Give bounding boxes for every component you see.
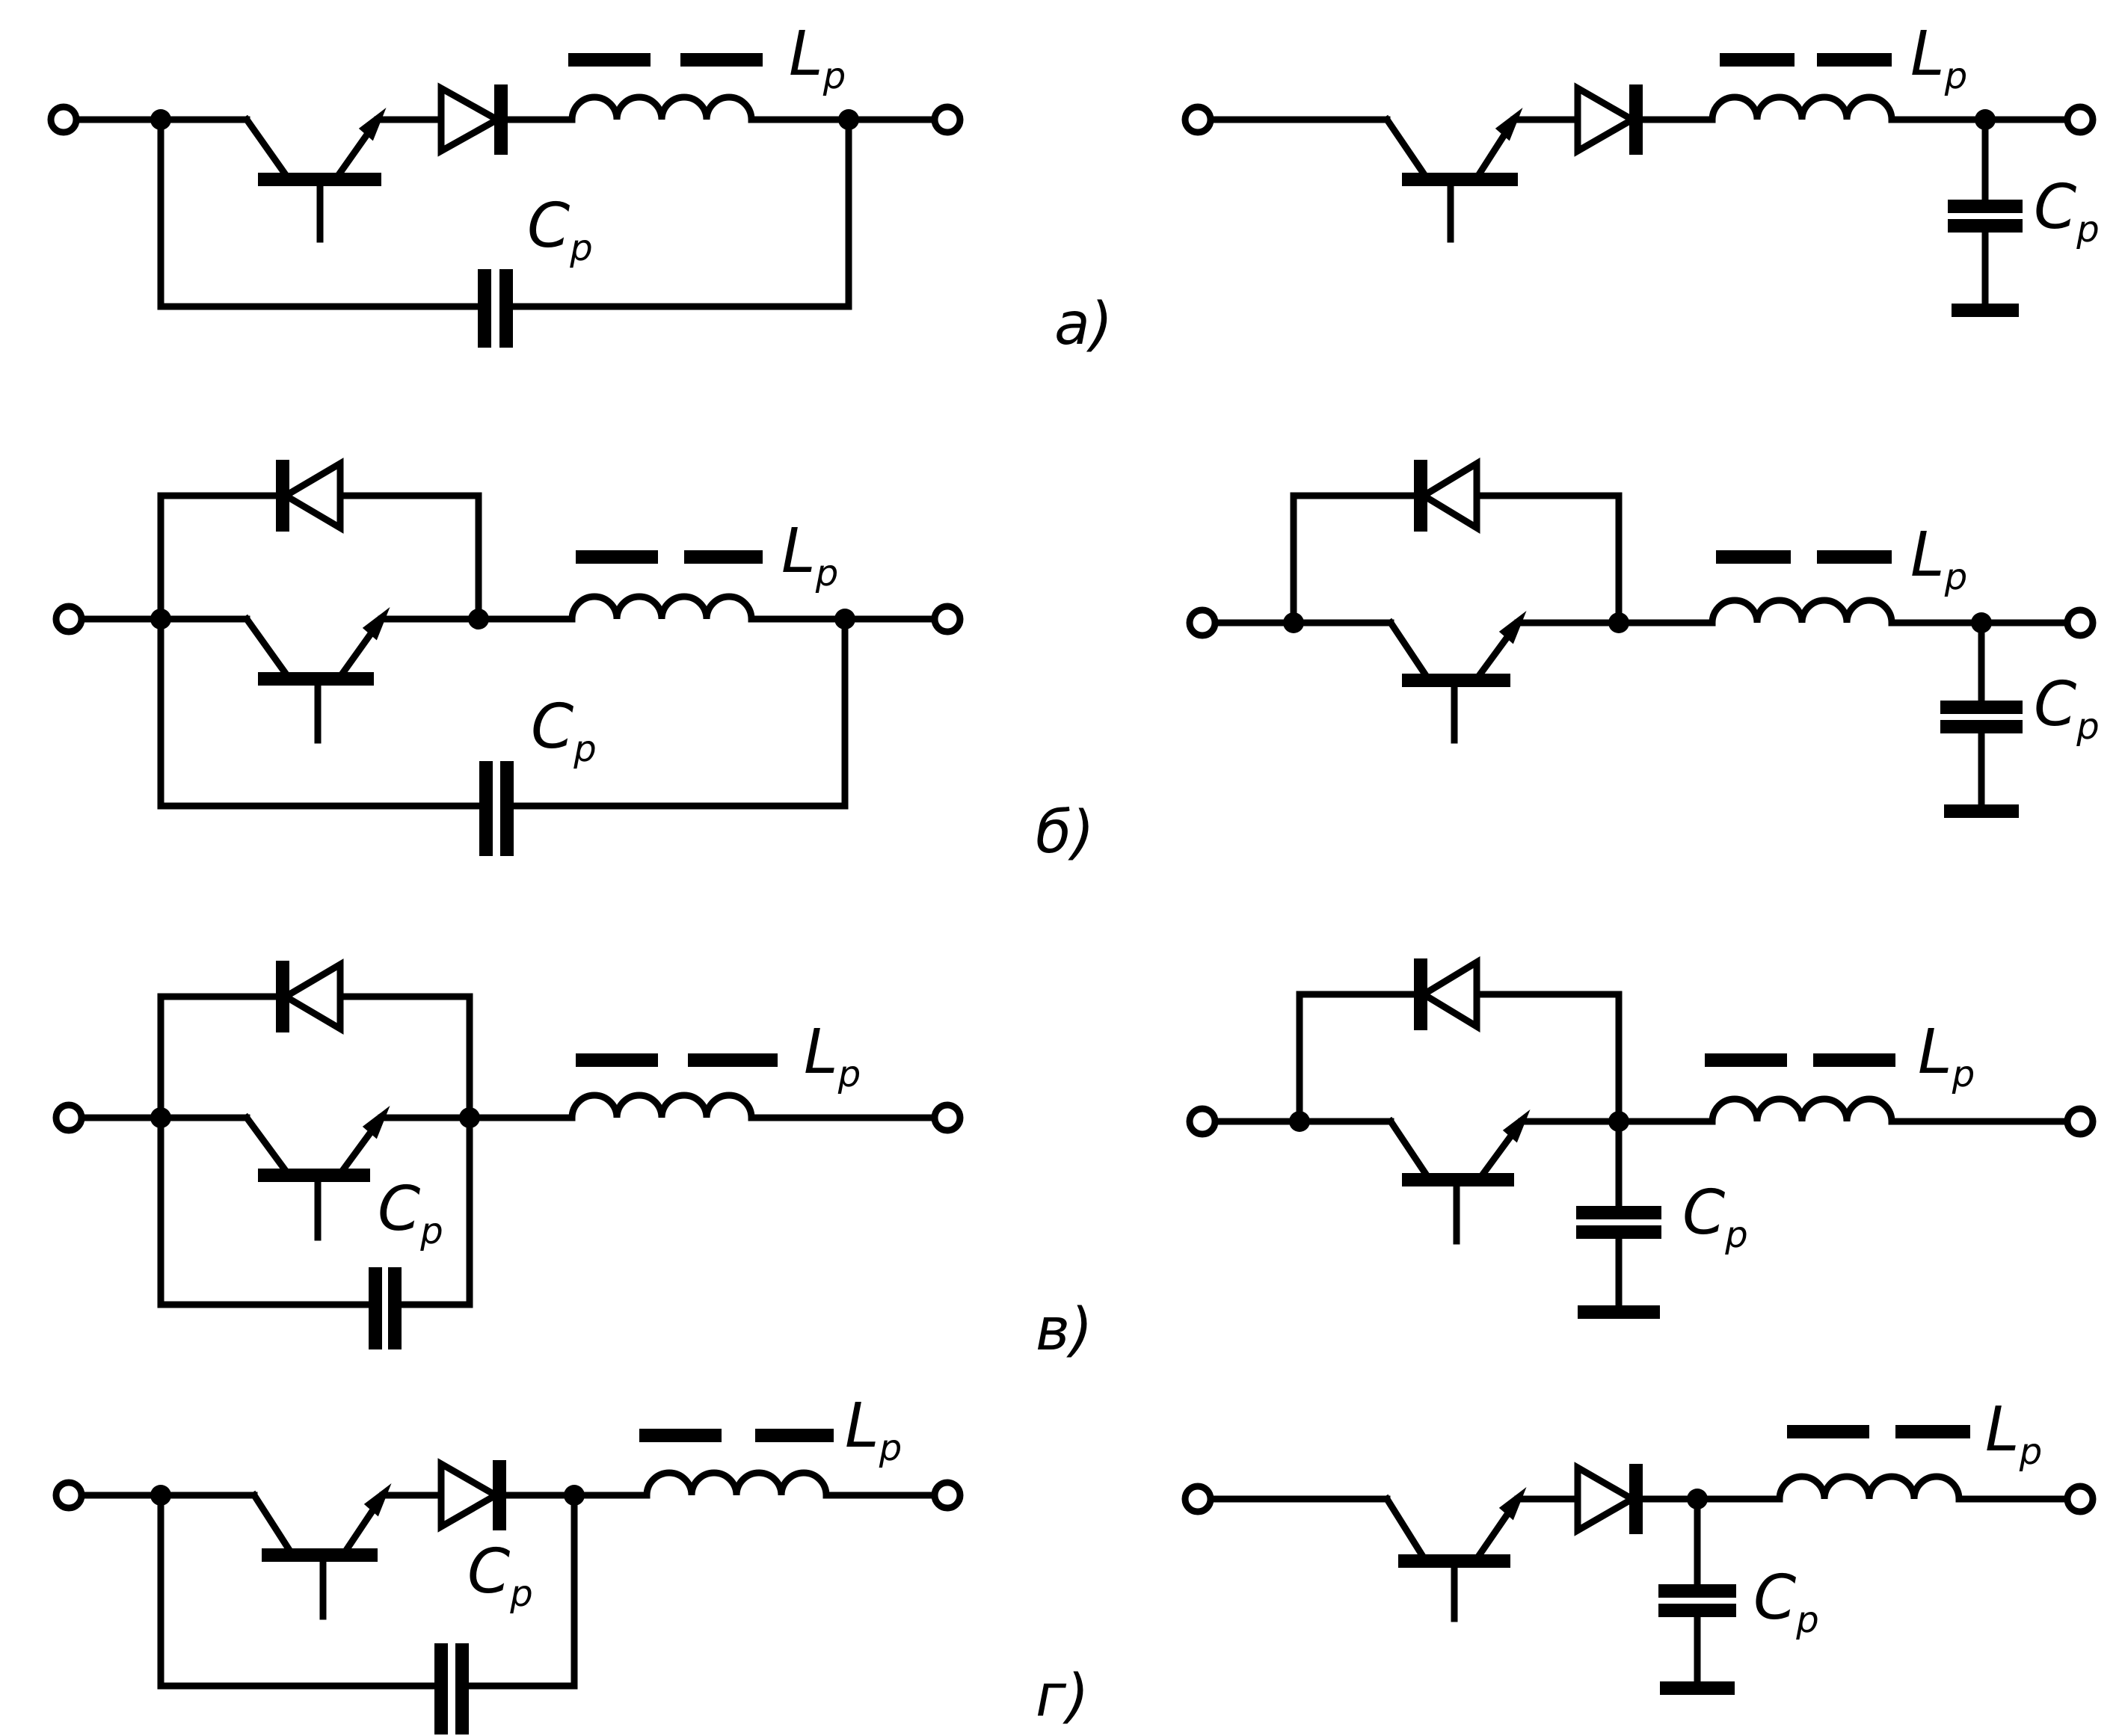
inductor-symbol	[1709, 53, 1895, 123]
input-terminal	[52, 1101, 85, 1134]
output-terminal	[931, 603, 964, 635]
capacitor-symbol	[1576, 1206, 1661, 1239]
circuit-b-left: Lp Cp	[52, 458, 964, 856]
input-terminal	[52, 1479, 85, 1512]
capacitor-symbol	[478, 269, 513, 348]
output-terminal	[931, 1101, 964, 1134]
diode-symbol	[1574, 82, 1643, 157]
input-terminal	[1186, 606, 1219, 639]
diode-symbol	[1414, 956, 1480, 1032]
caption-c: в)	[1036, 1296, 1092, 1364]
inductor-symbol	[1709, 550, 1895, 627]
output-terminal	[931, 103, 964, 136]
inductor-label: Lp	[1910, 520, 1967, 598]
capacitor-label: Cp	[2034, 172, 2100, 250]
capacitor-label: Cp	[527, 191, 593, 269]
transistor-symbol	[1386, 611, 1527, 744]
diode-symbol	[276, 458, 344, 534]
circuit-c-right: Lp Cp	[1186, 956, 2097, 1319]
output-terminal	[931, 1479, 964, 1512]
capacitor-label: Cp	[1753, 1563, 1819, 1641]
diode-symbol	[276, 958, 344, 1035]
transistor-symbol	[249, 1483, 392, 1620]
transistor-symbol	[242, 108, 387, 243]
input-terminal	[52, 603, 85, 635]
inductor-label: Lp	[1918, 1017, 1975, 1095]
inductor-label: Lp	[1985, 1394, 2042, 1473]
capacitor-label: Cp	[1682, 1178, 1748, 1256]
inductor-symbol	[639, 1429, 834, 1499]
capacitor-symbol	[434, 1643, 469, 1735]
diode-symbol	[437, 1458, 506, 1533]
capacitor-symbol	[479, 761, 514, 856]
diode-symbol	[1414, 458, 1480, 534]
input-terminal	[1181, 1483, 1214, 1515]
caption-a: а)	[1054, 291, 1113, 358]
output-terminal	[2064, 1105, 2097, 1138]
transistor-symbol	[1382, 108, 1523, 243]
circuit-b-right: Lp Cp	[1186, 458, 2100, 818]
output-terminal	[2064, 103, 2097, 136]
output-terminal	[2064, 1483, 2097, 1515]
diode-symbol	[1574, 1462, 1643, 1536]
inductor-symbol	[568, 1053, 778, 1121]
diode-symbol	[437, 82, 508, 157]
circuit-a-left: Lp Cp	[47, 19, 964, 348]
inductor-symbol	[568, 550, 763, 623]
input-terminal	[1181, 103, 1214, 136]
circuit-c-left: Lp Cp	[52, 958, 964, 1349]
capacitor-symbol	[1940, 701, 2023, 733]
circuit-d-left: Lp Cp	[52, 1391, 964, 1735]
inductor-label: Lp	[1910, 19, 1967, 97]
capacitor-label: Cp	[2034, 669, 2100, 748]
capacitor-symbol	[1658, 1584, 1736, 1617]
transistor-symbol	[1386, 1109, 1531, 1245]
input-terminal	[1186, 1105, 1219, 1138]
inductor-label: Lp	[789, 19, 846, 97]
capacitor-label: Cp	[467, 1536, 533, 1615]
inductor-label: Lp	[804, 1017, 861, 1095]
inductor-label: Lp	[781, 516, 838, 594]
circuit-d-right: Lp Cp	[1181, 1394, 2097, 1695]
inductor-label: Lp	[845, 1391, 902, 1469]
transistor-symbol	[242, 1106, 390, 1241]
transistor-symbol	[1382, 1487, 1527, 1622]
output-terminal	[2064, 606, 2097, 639]
caption-b: б)	[1036, 799, 1095, 867]
inductor-symbol	[568, 53, 763, 123]
capacitor-label: Cp	[378, 1174, 443, 1252]
capacitor-label: Cp	[531, 692, 597, 770]
capacitor-symbol	[1948, 200, 2023, 233]
transistor-symbol	[242, 607, 390, 744]
inductor-symbol	[1776, 1425, 1970, 1503]
capacitor-symbol	[369, 1267, 402, 1349]
circuit-a-right: Lp Cp	[1181, 19, 2100, 317]
input-terminal	[47, 103, 80, 136]
caption-d: г)	[1036, 1663, 1089, 1730]
inductor-symbol	[1705, 1053, 1895, 1125]
